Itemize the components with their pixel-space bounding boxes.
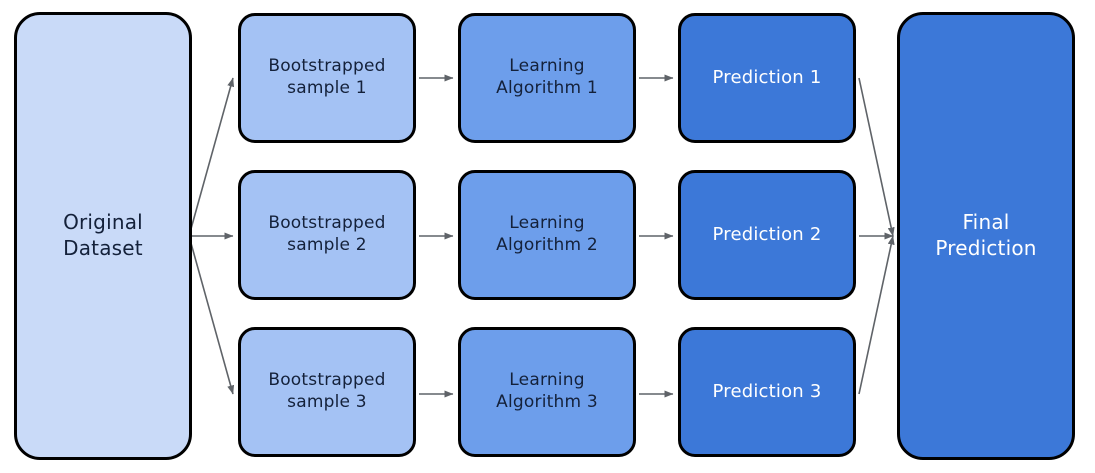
node-prediction-1[interactable]: Prediction 1: [678, 13, 856, 143]
edge-dataset-to-sample-1: [188, 77, 235, 237]
node-learning-algorithm-3[interactable]: Learning Algorithm 3: [458, 327, 636, 457]
edge-prediction-1-to-final: [858, 77, 895, 237]
node-prediction-2-label: Prediction 2: [712, 224, 822, 246]
node-final-prediction-label: Final Prediction: [935, 210, 1037, 260]
node-learning-algorithm-2[interactable]: Learning Algorithm 2: [458, 170, 636, 300]
node-bootstrapped-sample-1[interactable]: Bootstrapped sample 1: [238, 13, 416, 143]
node-learning-algorithm-1-label: Learning Algorithm 1: [496, 56, 598, 98]
node-learning-algorithm-3-label: Learning Algorithm 3: [496, 370, 598, 412]
node-prediction-3-label: Prediction 3: [712, 381, 822, 403]
node-prediction-1-label: Prediction 1: [712, 67, 822, 89]
node-final-prediction[interactable]: Final Prediction: [897, 12, 1075, 460]
node-original-dataset[interactable]: Original Dataset: [14, 12, 192, 460]
node-bootstrapped-sample-1-label: Bootstrapped sample 1: [268, 56, 386, 98]
node-learning-algorithm-1[interactable]: Learning Algorithm 1: [458, 13, 636, 143]
edge-dataset-to-sample-3: [188, 235, 235, 395]
node-learning-algorithm-2-label: Learning Algorithm 2: [496, 213, 598, 255]
node-prediction-3[interactable]: Prediction 3: [678, 327, 856, 457]
node-prediction-2[interactable]: Prediction 2: [678, 170, 856, 300]
node-original-dataset-label: Original Dataset: [63, 210, 143, 260]
node-bootstrapped-sample-3[interactable]: Bootstrapped sample 3: [238, 327, 416, 457]
node-bootstrapped-sample-3-label: Bootstrapped sample 3: [268, 370, 386, 412]
node-bootstrapped-sample-2-label: Bootstrapped sample 2: [268, 213, 386, 255]
edge-prediction-3-to-final: [858, 235, 895, 395]
node-bootstrapped-sample-2[interactable]: Bootstrapped sample 2: [238, 170, 416, 300]
